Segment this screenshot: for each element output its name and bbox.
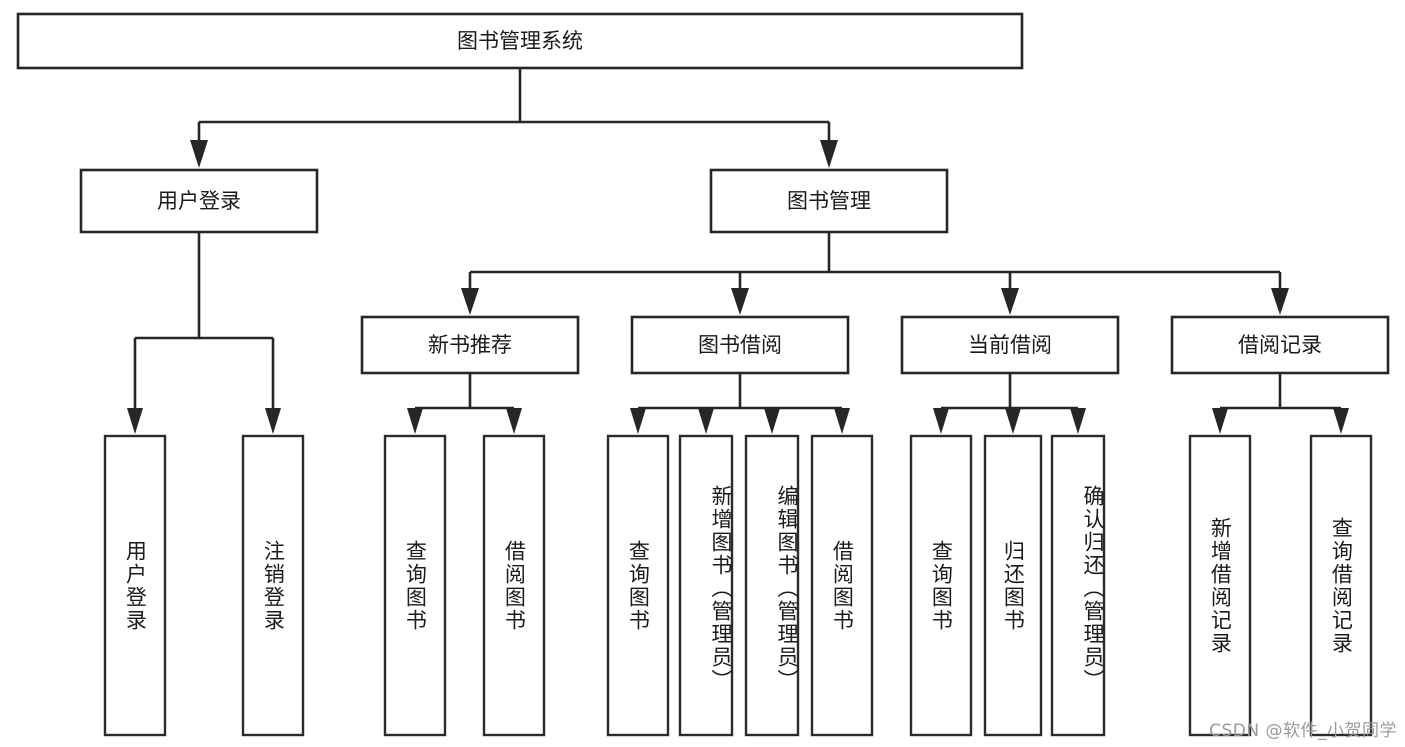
leaf-box-add-record[interactable]	[1188, 434, 1252, 737]
node-new-book-recommend-label: 新书推荐	[428, 333, 512, 357]
arrow-icon-cb-1	[933, 408, 949, 434]
connector-group-current	[933, 373, 1086, 434]
leaf-boxes-group	[103, 434, 1373, 737]
connector-group-root	[190, 68, 838, 168]
leaf-box-borrow-book-2[interactable]	[810, 434, 874, 737]
arrow-icon-ul-1	[127, 408, 143, 434]
node-root-box[interactable]	[16, 12, 1024, 70]
leaf-box-add-book[interactable]	[678, 434, 734, 737]
leaf-box-confirm-return[interactable]	[1050, 434, 1106, 737]
arrow-icon-nr-2	[506, 408, 522, 434]
leaf-box-query-book-1[interactable]	[383, 434, 447, 737]
node-borrow-record-box[interactable]	[1170, 315, 1390, 375]
arrow-icon-bm-4	[1271, 288, 1289, 315]
connector-group-user-login	[127, 232, 281, 434]
arrow-icon-root-1	[190, 140, 208, 168]
node-user-login[interactable]: 用户登录	[79, 168, 319, 234]
arrow-icon-ul-2	[265, 408, 281, 434]
arrow-icon-cb-3	[1070, 408, 1086, 434]
node-root-label: 图书管理系统	[457, 29, 583, 53]
arrow-icon-nr-1	[407, 408, 423, 434]
arrow-icon-cb-2	[1005, 408, 1021, 434]
leaf-box-edit-book[interactable]	[744, 434, 800, 737]
arrow-icon-bb-3	[764, 408, 780, 434]
node-borrow-record-label: 借阅记录	[1238, 333, 1322, 357]
node-root[interactable]: 图书管理系统	[16, 12, 1024, 70]
leaf-box-user-login[interactable]	[103, 434, 167, 737]
node-current-borrow[interactable]: 当前借阅	[900, 315, 1120, 375]
node-book-manage-box[interactable]	[709, 168, 949, 234]
arrow-icon-bb-4	[834, 408, 850, 434]
connector-group-borrow	[630, 373, 850, 434]
node-current-borrow-box[interactable]	[900, 315, 1120, 375]
node-book-borrow-label: 图书借阅	[698, 333, 782, 357]
arrow-icon-br-1	[1212, 408, 1228, 434]
node-new-book-recommend[interactable]: 新书推荐	[360, 315, 580, 375]
node-current-borrow-label: 当前借阅	[968, 333, 1052, 357]
node-book-manage[interactable]: 图书管理	[709, 168, 949, 234]
connector-group-record	[1212, 373, 1349, 434]
watermark-text: CSDN @软件_小贺同学	[1209, 721, 1397, 741]
arrow-icon-bm-1	[461, 288, 479, 315]
arrow-icon-bm-3	[1001, 288, 1019, 315]
connector-group-recommend	[407, 373, 522, 434]
leaf-box-borrow-book-1[interactable]	[482, 434, 546, 737]
leaf-box-return-book[interactable]	[983, 434, 1043, 737]
leaf-box-logout[interactable]	[241, 434, 305, 737]
leaf-box-query-book-2[interactable]	[606, 434, 670, 737]
leaf-box-query-book-3[interactable]	[909, 434, 973, 737]
node-book-borrow-box[interactable]	[630, 315, 850, 375]
leaf-box-query-record[interactable]	[1309, 434, 1373, 737]
connector-group-book-manage	[461, 232, 1289, 315]
arrow-icon-bb-1	[630, 408, 646, 434]
node-user-login-box[interactable]	[79, 168, 319, 234]
arrow-icon-br-2	[1333, 408, 1349, 434]
node-borrow-record[interactable]: 借阅记录	[1170, 315, 1390, 375]
node-user-login-label: 用户登录	[157, 189, 241, 213]
arrow-icon-root-2	[820, 140, 838, 168]
node-new-book-recommend-box[interactable]	[360, 315, 580, 375]
arrow-icon-bm-2	[731, 288, 749, 315]
node-book-borrow[interactable]: 图书借阅	[630, 315, 850, 375]
arrow-icon-bb-2	[698, 408, 714, 434]
node-book-manage-label: 图书管理	[787, 189, 871, 213]
